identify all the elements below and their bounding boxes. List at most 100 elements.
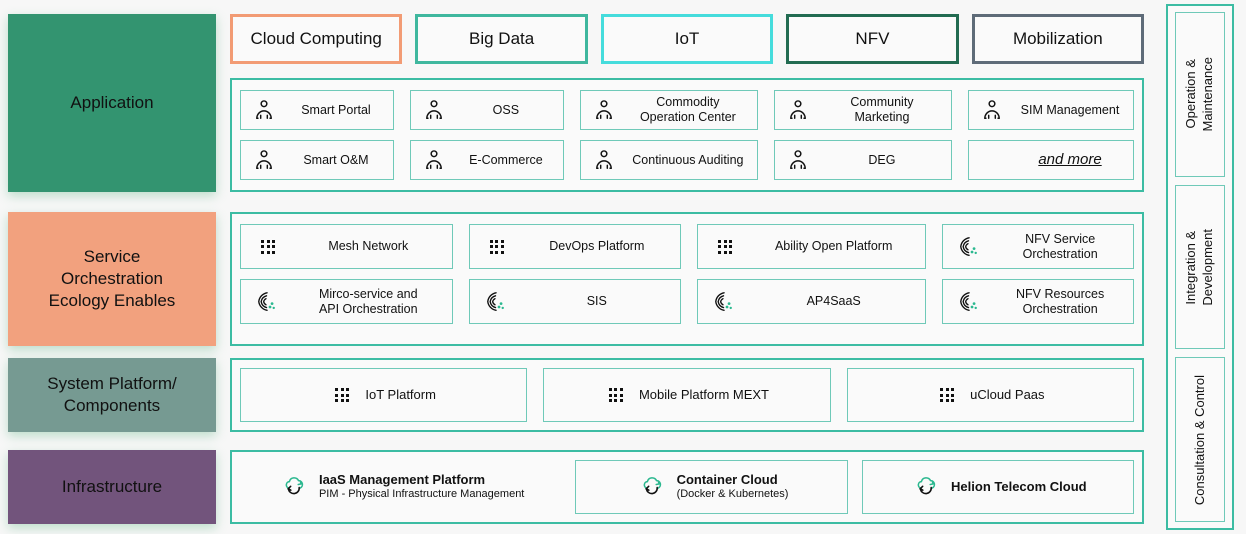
- infrastructure-item-text: Helion Telecom Cloud: [951, 479, 1087, 495]
- application-item-label: DEG: [868, 152, 896, 167]
- application-item[interactable]: Continuous Auditing: [579, 140, 758, 180]
- application-item-label: Continuous Auditing: [632, 152, 744, 167]
- dot-grid-icon: [603, 388, 629, 402]
- system-item[interactable]: Mobile Platform MEXT: [543, 368, 831, 422]
- dot-grid-icon: [251, 239, 285, 254]
- tab-big-data[interactable]: Big Data: [415, 14, 588, 64]
- application-item[interactable]: E-Commerce: [409, 140, 564, 180]
- orchestration-icon: [953, 235, 987, 259]
- domain-tab-bar: Cloud Computing Big Data IoT NFV Mobiliz…: [230, 14, 1145, 64]
- rail-item-label: Operation & Maintenance: [1183, 57, 1215, 132]
- tab-label: NFV: [855, 29, 890, 48]
- application-item-label: and more: [1038, 151, 1102, 168]
- person-icon: [419, 149, 449, 171]
- dot-grid-icon: [608, 388, 623, 402]
- rail-item-integration-development[interactable]: Integration & Development: [1175, 184, 1225, 350]
- tab-label: Mobilization: [1012, 29, 1103, 48]
- person-icon: [419, 99, 449, 121]
- system-item-label: uCloud Paas: [970, 387, 1045, 403]
- layer-label-application: Application: [8, 14, 216, 192]
- infrastructure-item[interactable]: Container Cloud(Docker & Kubernetes): [575, 460, 848, 514]
- rail-item-label: Consultation & Control: [1191, 374, 1207, 505]
- cloud-sync-icon: [277, 475, 311, 499]
- layer-label-system-platform: System Platform/Components: [8, 358, 216, 432]
- application-item-label: E-Commerce: [469, 152, 543, 167]
- dot-grid-icon: [718, 239, 733, 254]
- tab-label: Big Data: [469, 29, 535, 48]
- service-item-label: Mesh Network: [328, 239, 409, 253]
- dot-grid-icon: [934, 388, 960, 402]
- service-item-label: AP4SaaS: [806, 294, 861, 308]
- dot-grid-icon: [480, 239, 514, 254]
- service-item[interactable]: Mesh Network: [240, 224, 453, 269]
- tab-iot[interactable]: IoT: [600, 14, 774, 64]
- infrastructure-item-text: Container Cloud(Docker & Kubernetes): [677, 472, 789, 502]
- infrastructure-item-subtitle: PIM - Physical Infrastructure Management: [318, 488, 525, 501]
- application-item-label: SIM Management: [1020, 102, 1120, 117]
- layer-label-text: System Platform/Components: [47, 374, 177, 415]
- application-item[interactable]: Smart Portal: [240, 90, 394, 130]
- tab-mobilization[interactable]: Mobilization: [971, 14, 1145, 64]
- application-item[interactable]: Smart O&M: [240, 140, 394, 180]
- person-icon: [783, 149, 813, 171]
- person-icon: [589, 149, 619, 171]
- infrastructure-item-title: Helion Telecom Cloud: [951, 478, 1087, 494]
- system-item-grid: IoT Platform Mobile Platform MEXT uCloud P…: [240, 368, 1134, 422]
- dot-grid-icon: [940, 388, 955, 402]
- system-item[interactable]: IoT Platform: [240, 368, 528, 422]
- service-item[interactable]: AP4SaaS: [697, 279, 927, 324]
- service-item-grid: Mesh Network DevOps Platform Ability Open …: [240, 224, 1134, 334]
- tab-label: Cloud Computing: [250, 29, 382, 48]
- layer-label-text: Infrastructure: [61, 477, 163, 497]
- application-item-label: Smart O&M: [303, 152, 369, 167]
- tab-label: IoT: [674, 29, 700, 48]
- dot-grid-icon: [261, 239, 275, 254]
- application-item-label: Smart Portal: [301, 102, 371, 117]
- application-item[interactable]: DEG: [773, 140, 952, 180]
- layer-label-infrastructure: Infrastructure: [8, 450, 216, 524]
- dot-grid-icon: [335, 388, 350, 402]
- tab-nfv[interactable]: NFV: [786, 14, 959, 64]
- dot-grid-icon: [708, 239, 742, 254]
- infrastructure-item-title: Container Cloud: [676, 472, 778, 487]
- cloud-sync-icon: [635, 475, 669, 499]
- rail-item-operation-maintenance[interactable]: Operation & Maintenance: [1175, 12, 1225, 177]
- person-icon: [589, 99, 619, 121]
- service-item-label: DevOps Platform: [549, 239, 645, 253]
- layer-label-text: Application: [70, 93, 154, 113]
- application-item-label: OSS: [492, 102, 520, 117]
- tab-cloud-computing[interactable]: Cloud Computing: [230, 14, 403, 64]
- application-item[interactable]: SIM Management: [968, 90, 1134, 130]
- orchestration-icon: [708, 290, 742, 314]
- application-item[interactable]: OSS: [409, 90, 564, 130]
- system-item-label: IoT Platform: [365, 387, 436, 403]
- orchestration-icon: [251, 290, 285, 314]
- rail-item-consultation-control[interactable]: Consultation & Control: [1175, 357, 1225, 523]
- system-item[interactable]: uCloud Paas: [846, 368, 1134, 422]
- application-item[interactable]: and more: [968, 140, 1134, 180]
- orchestration-icon: [480, 290, 514, 314]
- service-item[interactable]: Ability Open Platform: [697, 224, 927, 269]
- service-item-label: SIS: [586, 294, 607, 308]
- service-item[interactable]: SIS: [468, 279, 682, 324]
- rail-item-label: Integration & Development: [1183, 228, 1215, 306]
- cloud-sync-icon: [909, 475, 943, 499]
- person-icon: [249, 149, 279, 171]
- infrastructure-item[interactable]: Helion Telecom Cloud: [861, 460, 1134, 514]
- service-item[interactable]: DevOps Platform: [468, 224, 682, 269]
- orchestration-icon: [953, 290, 987, 314]
